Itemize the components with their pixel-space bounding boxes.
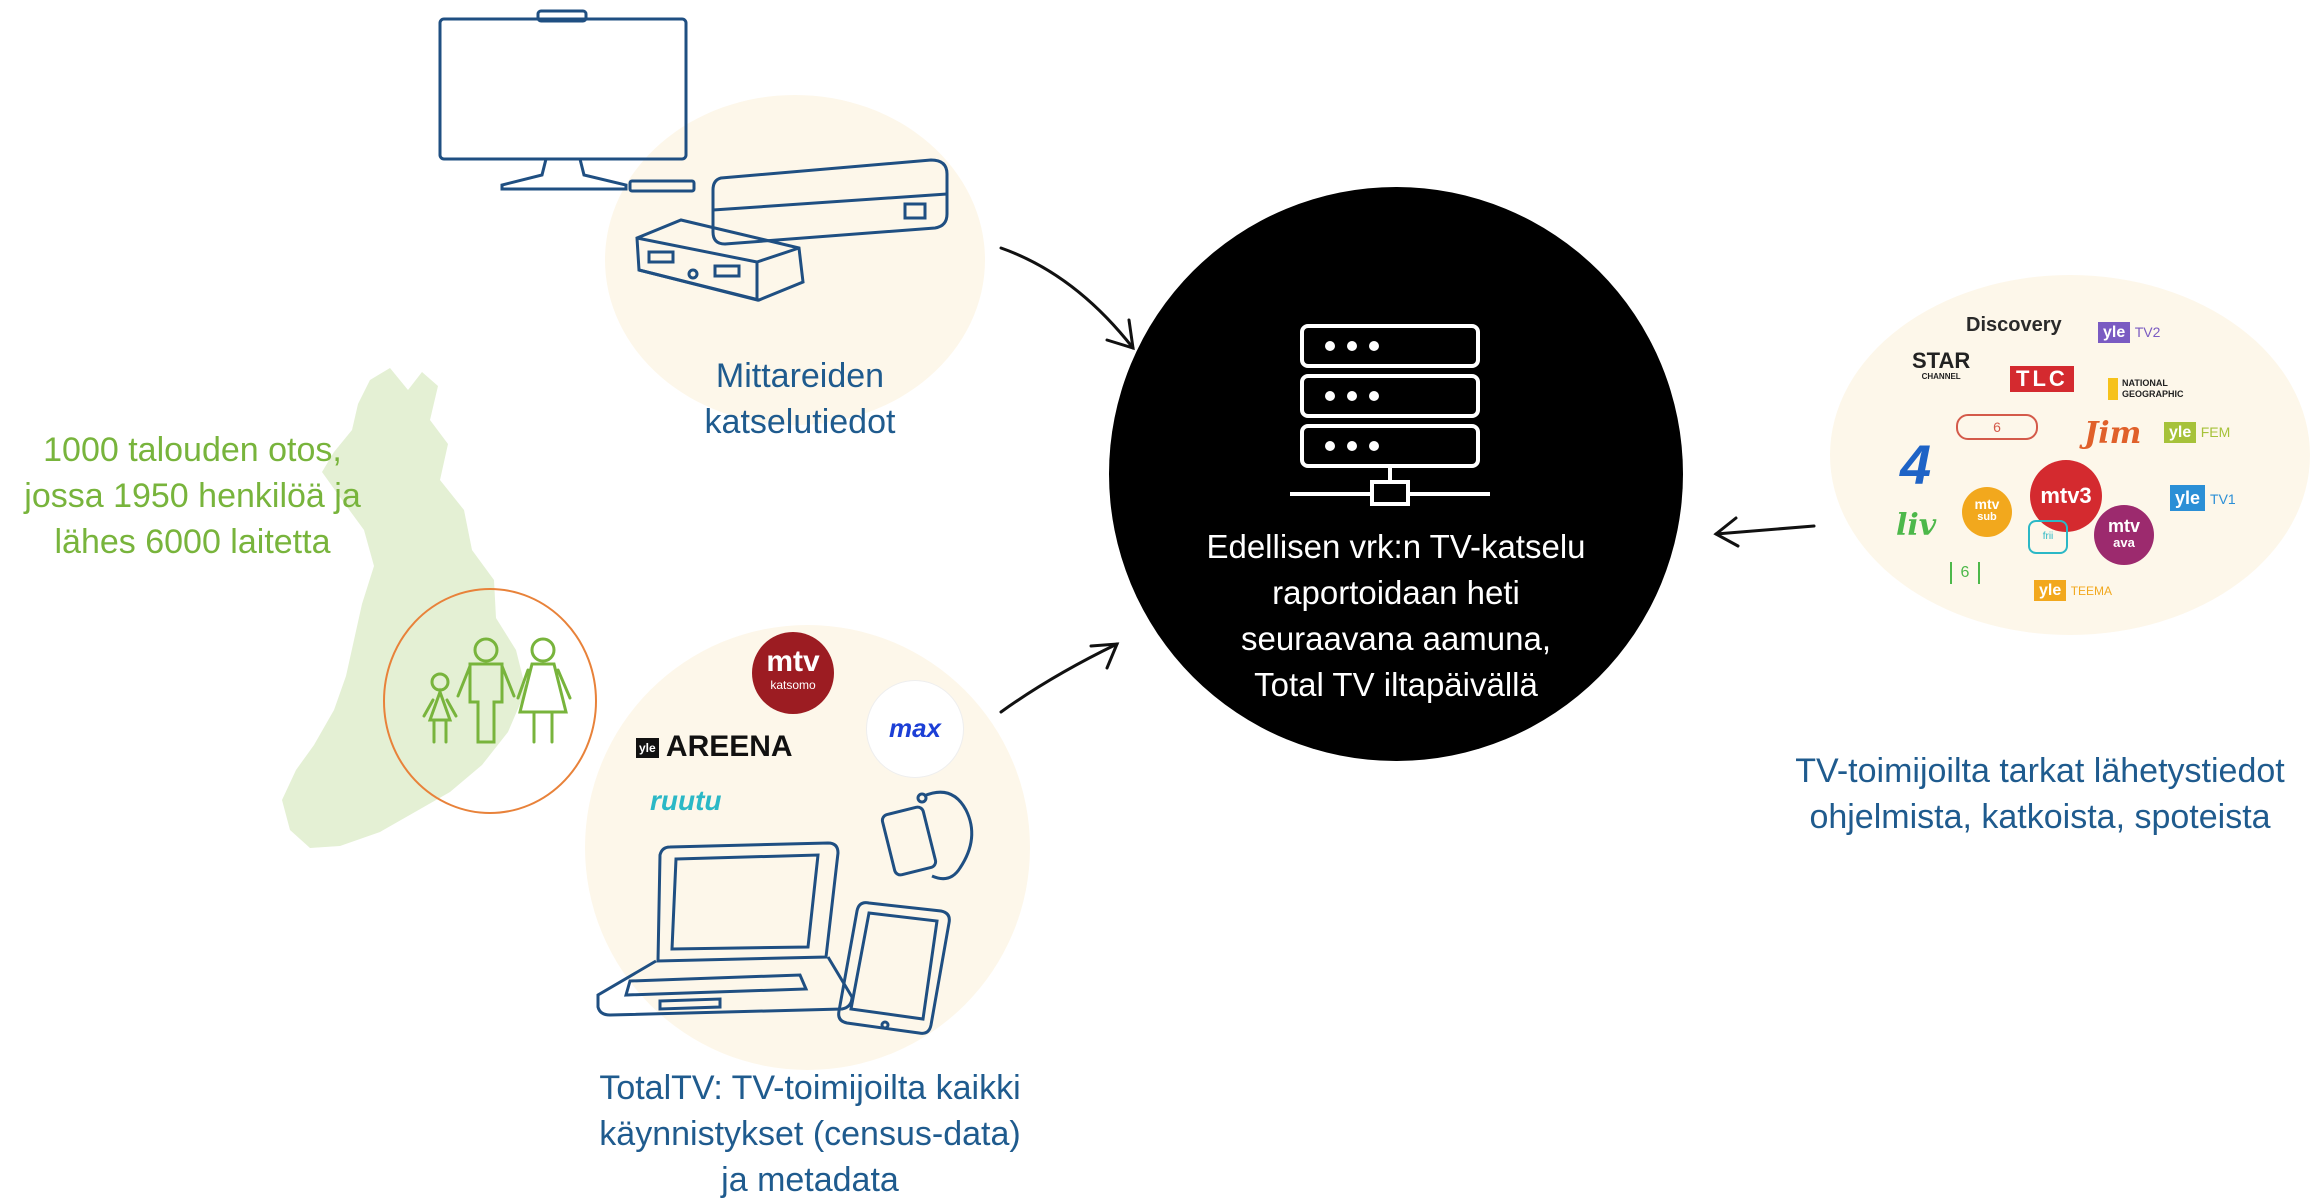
star-sub: CHANNEL [1921, 372, 1961, 381]
totaltv-caption-line-2: käynnistykset (census-data) [599, 1115, 1021, 1153]
tv2-text: TV2 [2134, 324, 2161, 340]
sample-ring [383, 588, 597, 814]
sample-caption-line-3: lähes 6000 laitetta [54, 523, 331, 561]
liv-logo: liv [1896, 508, 1937, 543]
family-icon [422, 637, 572, 744]
server-icon [1290, 324, 1490, 506]
mtv3-logo: mtv3 [2030, 460, 2102, 532]
kutonen-text: 6 [1993, 419, 2001, 435]
natgeo-line-2: GEOGRAPHIC [2122, 389, 2184, 399]
yle-teema-badge: yle [2034, 580, 2067, 601]
broadcasters-caption: TV-toimijoilta tarkat lähetystiedot ohje… [1780, 748, 2300, 840]
center-line-2: raportoidaan heti [1272, 574, 1520, 611]
mtv-sub-main: mtv [1974, 496, 2000, 512]
mtv-sub-text: sub [1977, 511, 1997, 523]
yle-tv2-logo: yle TV2 [2098, 322, 2161, 343]
meters-caption: Mittareiden katselutiedot [640, 353, 960, 445]
center-line-4: Total TV iltapäivällä [1254, 666, 1538, 703]
center-text: Edellisen vrk:n TV-katselu raportoidaan … [1140, 524, 1652, 708]
center-line-3: seuraavana aamuna, [1240, 620, 1552, 657]
laptop-icon [596, 841, 854, 1017]
mtv-katsomo-sub: katsomo [770, 678, 816, 692]
mtv-katsomo-main: mtv [766, 645, 820, 678]
center-circle [1109, 187, 1683, 761]
yle-tv1-logo: yle TV1 [2170, 485, 2236, 511]
star-text: STAR [1912, 348, 1971, 373]
yle-teema-logo: yle TEEMA [2034, 580, 2113, 601]
fem-text: FEM [2200, 424, 2231, 440]
areena-prefix: yle [636, 738, 659, 759]
yle-fem-logo: yle FEM [2164, 422, 2231, 443]
yle-tv2-badge: yle [2098, 322, 2131, 343]
yle-fem-badge: yle [2164, 422, 2197, 443]
phone-icon [880, 790, 974, 881]
ruutu-logo: ruutu [650, 785, 722, 817]
areena-text: AREENA [665, 730, 793, 763]
yle-tv1-badge: yle [2170, 485, 2206, 511]
star-logo: STAR CHANNEL [1912, 348, 1971, 382]
meters-caption-line-1: Mittareiden [715, 357, 885, 395]
mtv-sub-logo: mtv sub [1962, 487, 2012, 537]
mtv3-text: mtv3 [2040, 483, 2092, 508]
channels-blob [1830, 275, 2310, 635]
six-text: 6 [1960, 564, 1970, 581]
arrow-icon [1713, 516, 1816, 548]
totaltv-caption: TotalTV: TV-toimijoilta kaikki käynnisty… [580, 1065, 1040, 1203]
natgeo-line-1: NATIONAL [2122, 378, 2168, 388]
meters-caption-line-2: katselutiedot [704, 403, 896, 441]
broadcasters-caption-line-2: ohjelmista, katkoista, spoteista [1809, 798, 2271, 836]
totaltv-caption-line-3: ja metadata [721, 1161, 899, 1199]
max-logo-text: max [888, 713, 942, 743]
broadcasters-caption-line-1: TV-toimijoilta tarkat lähetystiedot [1795, 752, 2285, 790]
totaltv-caption-line-1: TotalTV: TV-toimijoilta kaikki [599, 1069, 1021, 1107]
jim-logo: Jim [2084, 416, 2142, 451]
finland-map [282, 368, 526, 848]
frii-logo: frii [2028, 520, 2068, 554]
set-top-box-icon [635, 158, 949, 302]
natgeo-logo: NATIONAL GEOGRAPHIC [2108, 378, 2184, 400]
four-logo: 4 [1900, 433, 1932, 496]
arrow-icon [999, 246, 1135, 351]
sample-caption-line-1: 1000 talouden otos, [43, 431, 342, 469]
mtv-ava-text: ava [2113, 535, 2135, 550]
areena-logo: yle AREENA [636, 730, 793, 764]
arrow-icon [999, 642, 1120, 714]
tv-icon [438, 9, 696, 193]
six-logo: 6 [1950, 562, 1980, 584]
sample-caption: 1000 talouden otos, jossa 1950 henkilöä … [0, 427, 385, 565]
frii-text: frii [2042, 531, 2054, 542]
center-line-1: Edellisen vrk:n TV-katselu [1206, 528, 1586, 565]
ruutu-text: ruutu [650, 785, 722, 816]
mtv-katsomo-logo: mtv katsomo [752, 632, 834, 714]
sample-caption-line-2: jossa 1950 henkilöä ja [24, 477, 361, 515]
teema-text: TEEMA [2070, 584, 2113, 598]
tv1-text: TV1 [2210, 491, 2236, 507]
max-logo: max [866, 680, 964, 778]
discovery-logo: Discovery [1966, 314, 2062, 336]
meters-blob [605, 95, 985, 425]
mtv-ava-main: mtv [2107, 516, 2140, 536]
tablet-icon [837, 901, 951, 1035]
mtv-ava-logo: mtv ava [2094, 505, 2154, 565]
tlc-logo: TLC [2010, 366, 2074, 392]
kutonen-logo: 6 [1956, 414, 2038, 440]
